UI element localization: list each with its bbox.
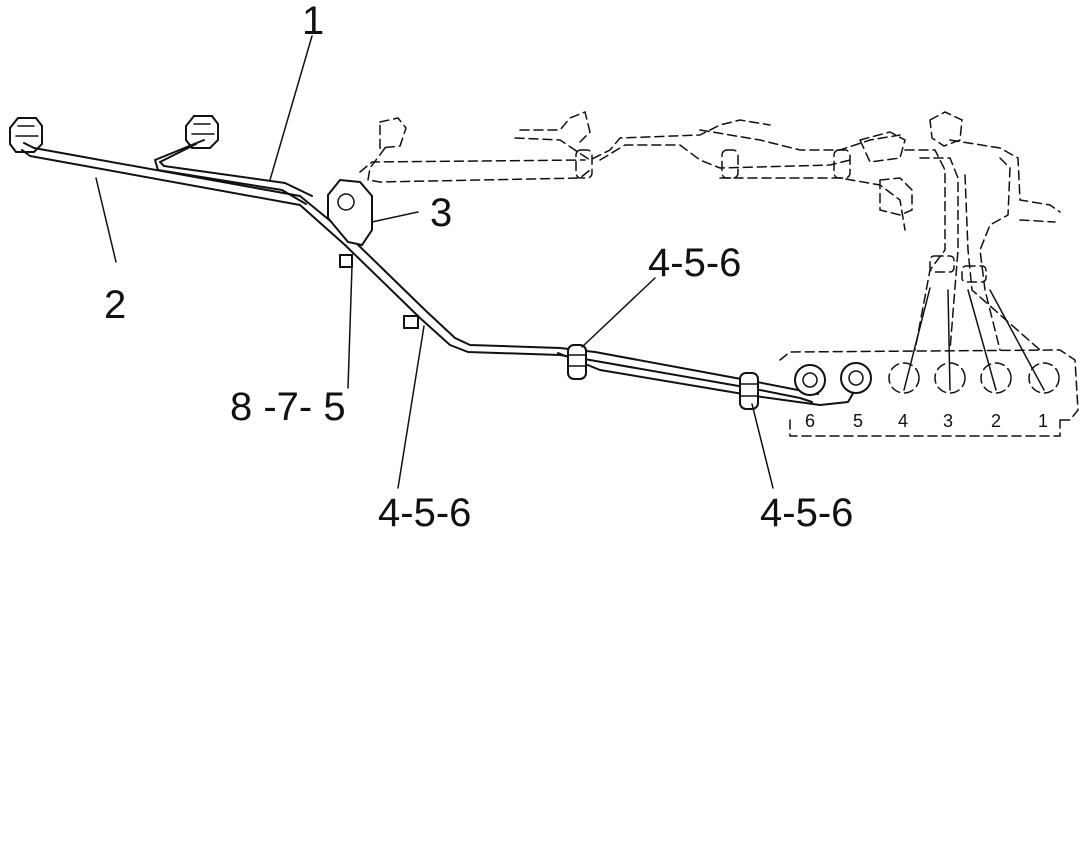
pipe-clamps (567, 344, 759, 410)
port-number-6: 6 (805, 411, 815, 431)
callout-3: 3 (430, 191, 452, 235)
port-number-4: 4 (898, 411, 908, 431)
port-number-2: 2 (991, 411, 1001, 431)
callout-1: 1 (302, 0, 324, 43)
port-numbers: 6 5 4 3 2 1 (805, 411, 1048, 431)
port-number-3: 3 (943, 411, 953, 431)
leader-456-top (581, 277, 656, 348)
bracket-3 (327, 178, 419, 329)
callout-875: 8 -7- 5 (230, 385, 346, 429)
callout-labels: 1 2 3 4-5-6 8 -7- 5 4-5-6 4-5-6 (104, 0, 853, 535)
injection-pipes-hidden (359, 110, 1061, 351)
port-number-5: 5 (853, 411, 863, 431)
callout-456-top: 4-5-6 (648, 241, 741, 285)
leader-1 (269, 35, 313, 181)
leader-456-right (751, 403, 774, 489)
callout-2: 2 (104, 283, 126, 327)
pump-port-block (779, 349, 1079, 437)
callout-456-mid: 4-5-6 (378, 491, 471, 535)
leader-lines (95, 35, 1045, 489)
leader-2 (95, 177, 117, 263)
leader-456-mid (397, 325, 425, 489)
port-number-1: 1 (1038, 411, 1048, 431)
leader-875 (347, 265, 353, 389)
nozzle-fitting-left (9, 115, 219, 153)
leader-3 (371, 211, 419, 223)
callout-456-right: 4-5-6 (760, 491, 853, 535)
